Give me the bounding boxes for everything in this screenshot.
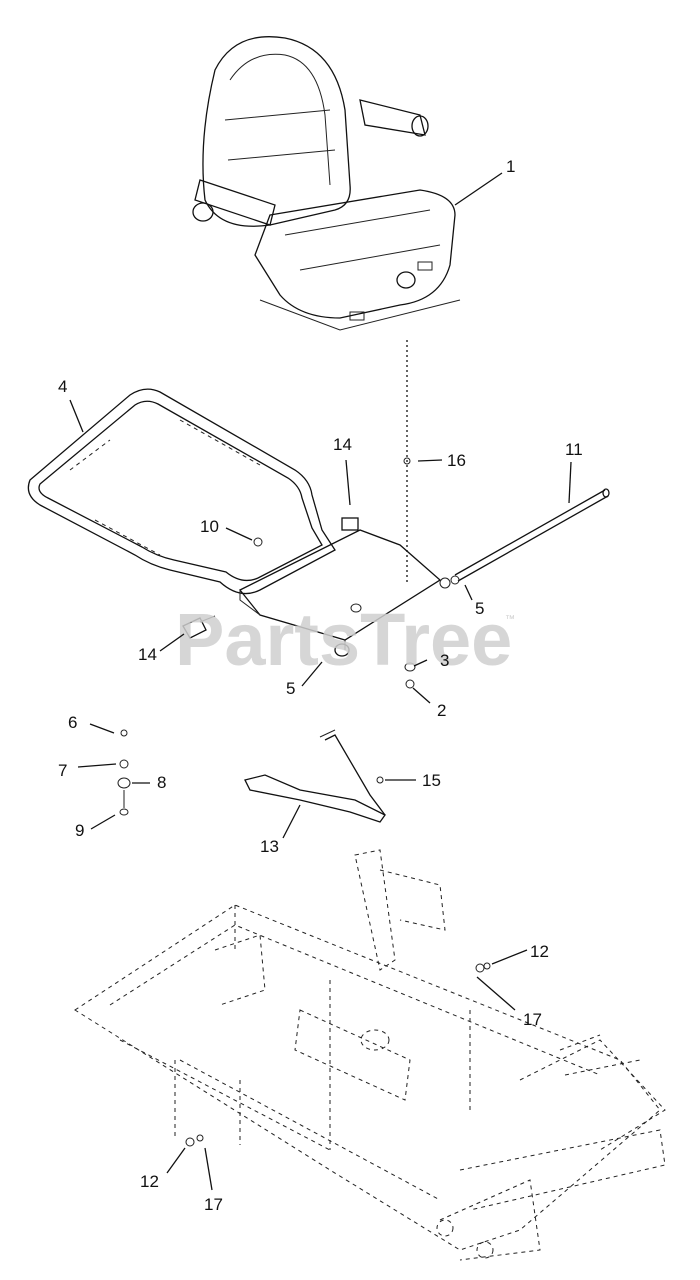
seat-drawing [192,36,461,331]
bolt-drawing [182,615,216,639]
hardware-drawing [117,457,491,1147]
callout-16: 16 [447,451,466,470]
leader-lines [69,172,572,1191]
callout-12: 12 [140,1172,159,1191]
callout-13: 13 [260,837,279,856]
watermark-trademark: ™ [505,614,515,625]
callout-10: 10 [200,517,219,536]
callout-1: 1 [506,157,515,176]
callout-11: 11 [565,440,583,459]
callout-5: 5 [286,679,295,698]
callout-12: 12 [530,942,549,961]
callout-labels: 1 4 14 16 11 10 5 14 5 3 2 6 7 8 9 15 13… [58,157,583,1214]
callout-8: 8 [157,773,166,792]
callout-9: 9 [75,821,84,840]
callout-17: 17 [204,1195,223,1214]
latch-bracket-drawing [244,729,386,823]
callout-3: 3 [440,651,449,670]
callout-14: 14 [138,645,157,664]
callout-5: 5 [475,599,484,618]
seat-plate-drawing [238,517,442,657]
callout-17: 17 [523,1010,542,1029]
callout-2: 2 [437,701,446,720]
callout-14: 14 [333,435,352,454]
pivot-rod-drawing [439,488,610,589]
callout-4: 4 [58,377,67,396]
watermark-text: PartsTree [175,598,512,681]
seat-frame-drawing [27,388,336,595]
callout-7: 7 [58,761,67,780]
chassis-frame-drawing [74,849,666,1261]
callout-6: 6 [68,713,77,732]
callout-15: 15 [422,771,441,790]
